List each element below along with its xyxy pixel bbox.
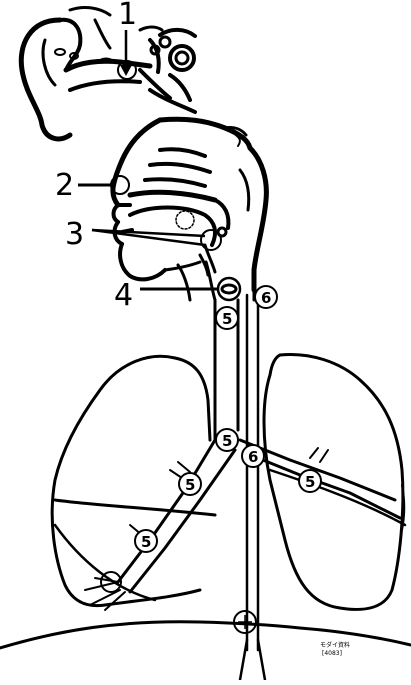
marker-left-bronchus-lower-text: 5 bbox=[141, 533, 151, 551]
caption-line2: [4083] bbox=[322, 650, 342, 657]
marker-trachea-side-text: 6 bbox=[261, 289, 271, 307]
marker-right-bronchus: 5 bbox=[299, 470, 321, 492]
caption-line1: モダイ資料 bbox=[320, 641, 350, 649]
head-drawing bbox=[113, 119, 266, 300]
label-4: 4 bbox=[114, 278, 133, 313]
marker-carina-text: 5 bbox=[222, 432, 232, 450]
marker-trachea-upper: 5 bbox=[216, 307, 238, 329]
marker-carina-right-text: 6 bbox=[248, 448, 258, 466]
label-2: 2 bbox=[55, 168, 74, 203]
label-3: 3 bbox=[65, 217, 84, 252]
marker-trachea-side: 6 bbox=[255, 286, 277, 308]
marker-left-bronchus: 5 bbox=[179, 473, 201, 495]
marker-right-bronchus-text: 5 bbox=[305, 473, 315, 491]
marker-left-bronchus-text: 5 bbox=[185, 476, 195, 494]
marker-left-bronchus-lower: 5 bbox=[135, 530, 157, 552]
marker-carina: 5 bbox=[216, 429, 238, 451]
label-1: 1 bbox=[118, 0, 137, 32]
marker-trachea-upper-text: 5 bbox=[222, 310, 232, 328]
marker-carina-right: 6 bbox=[242, 445, 264, 467]
